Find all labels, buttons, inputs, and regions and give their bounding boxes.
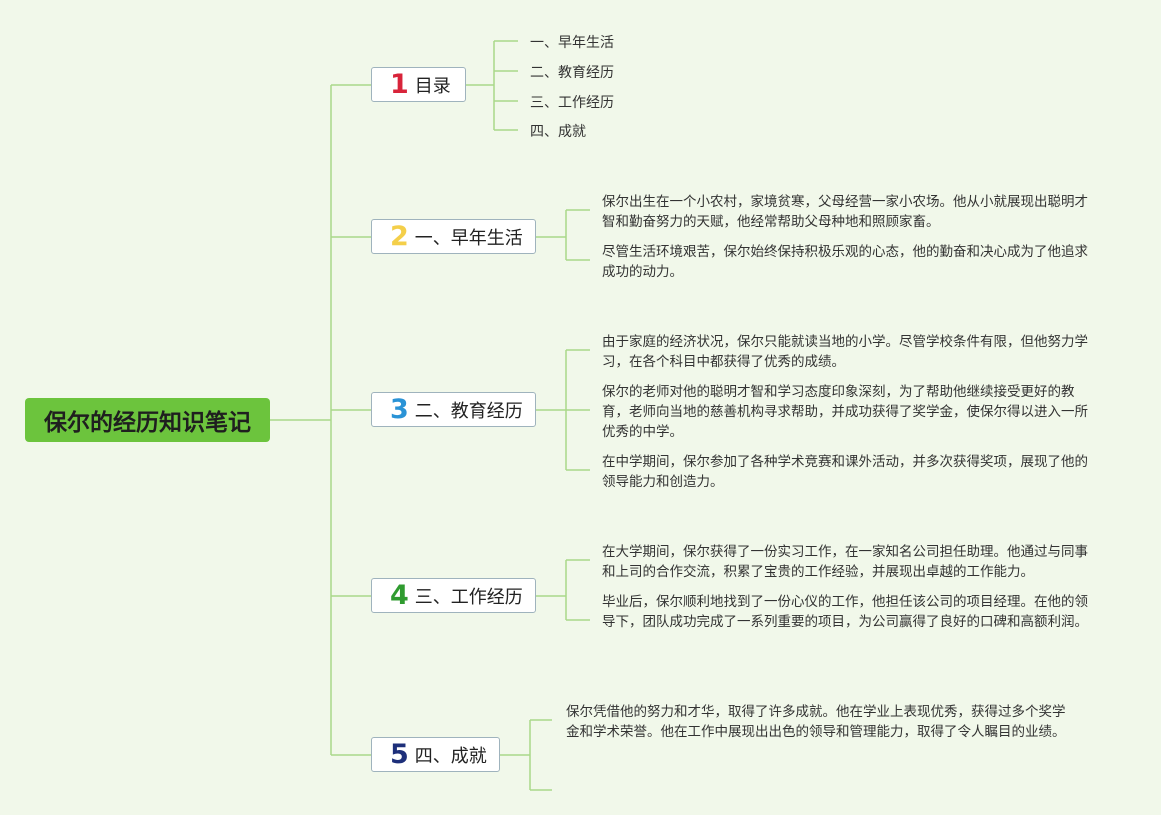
early-life-paragraph[interactable]: 保尔出生在一个小农村，家境贫寒，父母经营一家小农场。他从小就展现出聪明才智和勤奋… [602, 194, 1088, 230]
branch-number-4: 4 [390, 580, 409, 611]
branch-label: 四、成就 [414, 745, 487, 767]
education-paragraph[interactable]: 保尔的老师对他的聪明才智和学习态度印象深刻，为了帮助他继续接受更好的教育，老师向… [602, 384, 1088, 440]
branch-label: 二、教育经历 [414, 400, 523, 422]
root-title: 保尔的经历知识笔记 [44, 410, 251, 436]
education-paragraph[interactable]: 在中学期间，保尔参加了各种学术竞赛和课外活动，并多次获得奖项，展现了他的领导能力… [602, 454, 1088, 490]
branch-number-2: 2 [390, 221, 409, 252]
work-paragraph[interactable]: 毕业后，保尔顺利地找到了一份心仪的工作，他担任该公司的项目经理。在他的领导下，团… [602, 594, 1088, 630]
branch-label: 目录 [414, 75, 451, 97]
branch-early-life[interactable]: 2 一、早年生活 [371, 219, 536, 254]
branch-toc[interactable]: 1 目录 [371, 67, 466, 102]
branch-education[interactable]: 3 二、教育经历 [371, 392, 536, 427]
branch-number-1: 1 [390, 69, 409, 100]
toc-item[interactable]: 四、成就 [530, 124, 586, 140]
toc-item[interactable]: 二、教育经历 [530, 65, 614, 81]
toc-item[interactable]: 一、早年生活 [530, 35, 614, 51]
achievements-paragraph[interactable]: 保尔凭借他的努力和才华，取得了许多成就。他在学业上表现优秀，获得过多个奖学金和学… [566, 704, 1066, 740]
root-topic[interactable]: 保尔的经历知识笔记 [25, 398, 270, 442]
branch-achievements[interactable]: 5 四、成就 [371, 737, 500, 772]
toc-item[interactable]: 三、工作经历 [530, 95, 614, 111]
branch-number-5: 5 [390, 739, 409, 770]
education-paragraph[interactable]: 由于家庭的经济状况，保尔只能就读当地的小学。尽管学校条件有限，但他努力学习，在各… [602, 334, 1088, 370]
branch-label: 一、早年生活 [414, 227, 523, 249]
branch-label: 三、工作经历 [414, 586, 523, 608]
branch-number-3: 3 [390, 394, 409, 425]
work-paragraph[interactable]: 在大学期间，保尔获得了一份实习工作，在一家知名公司担任助理。他通过与同事和上司的… [602, 544, 1088, 580]
early-life-paragraph[interactable]: 尽管生活环境艰苦，保尔始终保持积极乐观的心态，他的勤奋和决心成为了他追求成功的动… [602, 244, 1088, 280]
branch-work[interactable]: 4 三、工作经历 [371, 578, 536, 613]
